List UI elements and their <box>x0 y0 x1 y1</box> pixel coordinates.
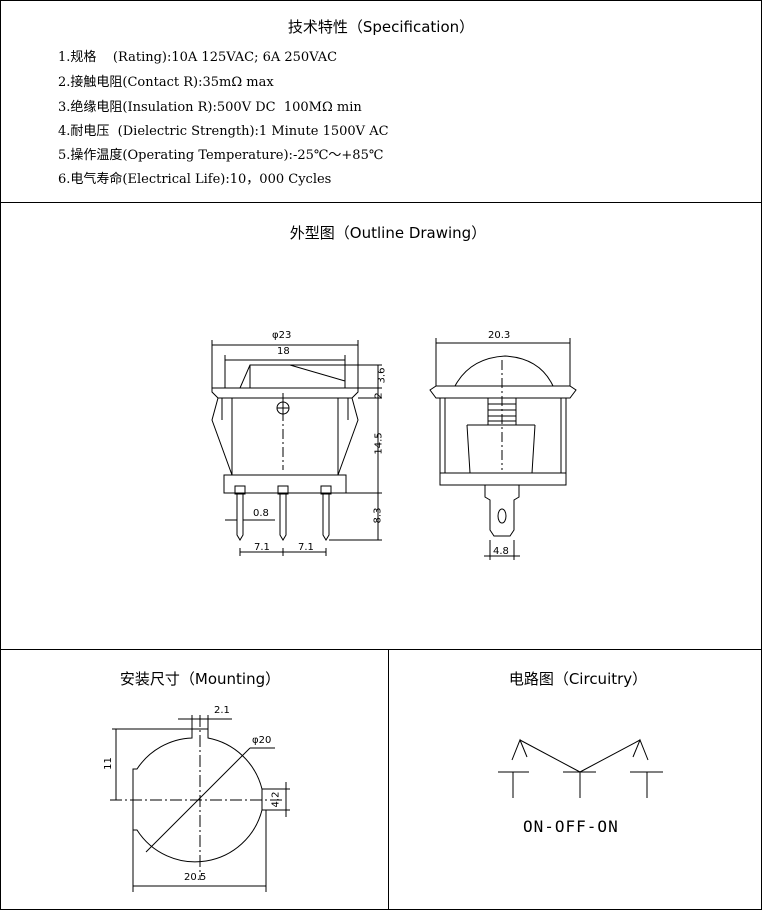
dim-side-notch: 4.2 <box>270 791 282 808</box>
dim-cutout-width: 20.5 <box>184 872 207 883</box>
circuitry-title: 电路图（Circuitry） <box>508 670 648 688</box>
mounting-cutout-drawing <box>110 715 290 892</box>
spec-line-insulation-resistance: 3.绝缘电阻(Insulation R):500V DC 100MΩ min <box>58 100 362 115</box>
outline-drawing-title: 外型图（Outline Drawing） <box>289 224 487 242</box>
dim-terminal-width: 4.8 <box>493 546 509 557</box>
circuit-diagram <box>498 738 663 798</box>
section-divider-vertical <box>388 649 389 909</box>
dim-body-height: 14.5 <box>373 432 385 455</box>
dim-side-width: 20.3 <box>488 330 511 341</box>
section-divider-top <box>0 202 762 203</box>
section-divider-bottom <box>0 649 762 650</box>
dim-diameter-23: φ23 <box>272 330 292 341</box>
spec-line-contact-resistance: 2.接触电阻(Contact R):35mΩ max <box>58 75 274 90</box>
dim-cutout-diameter: φ20 <box>252 735 272 746</box>
circuit-label: ON-OFF-ON <box>523 817 619 836</box>
spec-line-dielectric-strength: 4.耐电压 (Dielectric Strength):1 Minute 150… <box>58 124 389 139</box>
dim-notch-width: 2.1 <box>214 705 230 716</box>
dim-top-height: 3.6 <box>376 367 388 384</box>
dim-button-height: 2 <box>373 392 385 399</box>
dim-width-18: 18 <box>277 346 290 357</box>
spec-line-rating: 1.规格 (Rating):10A 125VAC; 6A 250VAC <box>58 50 338 65</box>
side-view-drawing <box>429 338 577 560</box>
dim-terminal-thickness: 0.8 <box>253 508 269 519</box>
dim-terminal-length: 8.3 <box>372 507 384 524</box>
specification-title: 技术特性（Specification） <box>287 18 475 36</box>
dim-cutout-height: 11 <box>102 757 114 770</box>
front-view-drawing <box>211 340 382 556</box>
spec-line-operating-temperature: 5.操作温度(Operating Temperature):-25℃～+85℃ <box>58 148 384 163</box>
mounting-title: 安装尺寸（Mounting） <box>119 670 281 688</box>
dim-pitch-left: 7.1 <box>254 542 270 553</box>
dim-pitch-right: 7.1 <box>298 542 314 553</box>
spec-line-electrical-life: 6.电气寿命(Electrical Life):10，000 Cycles <box>58 172 332 187</box>
